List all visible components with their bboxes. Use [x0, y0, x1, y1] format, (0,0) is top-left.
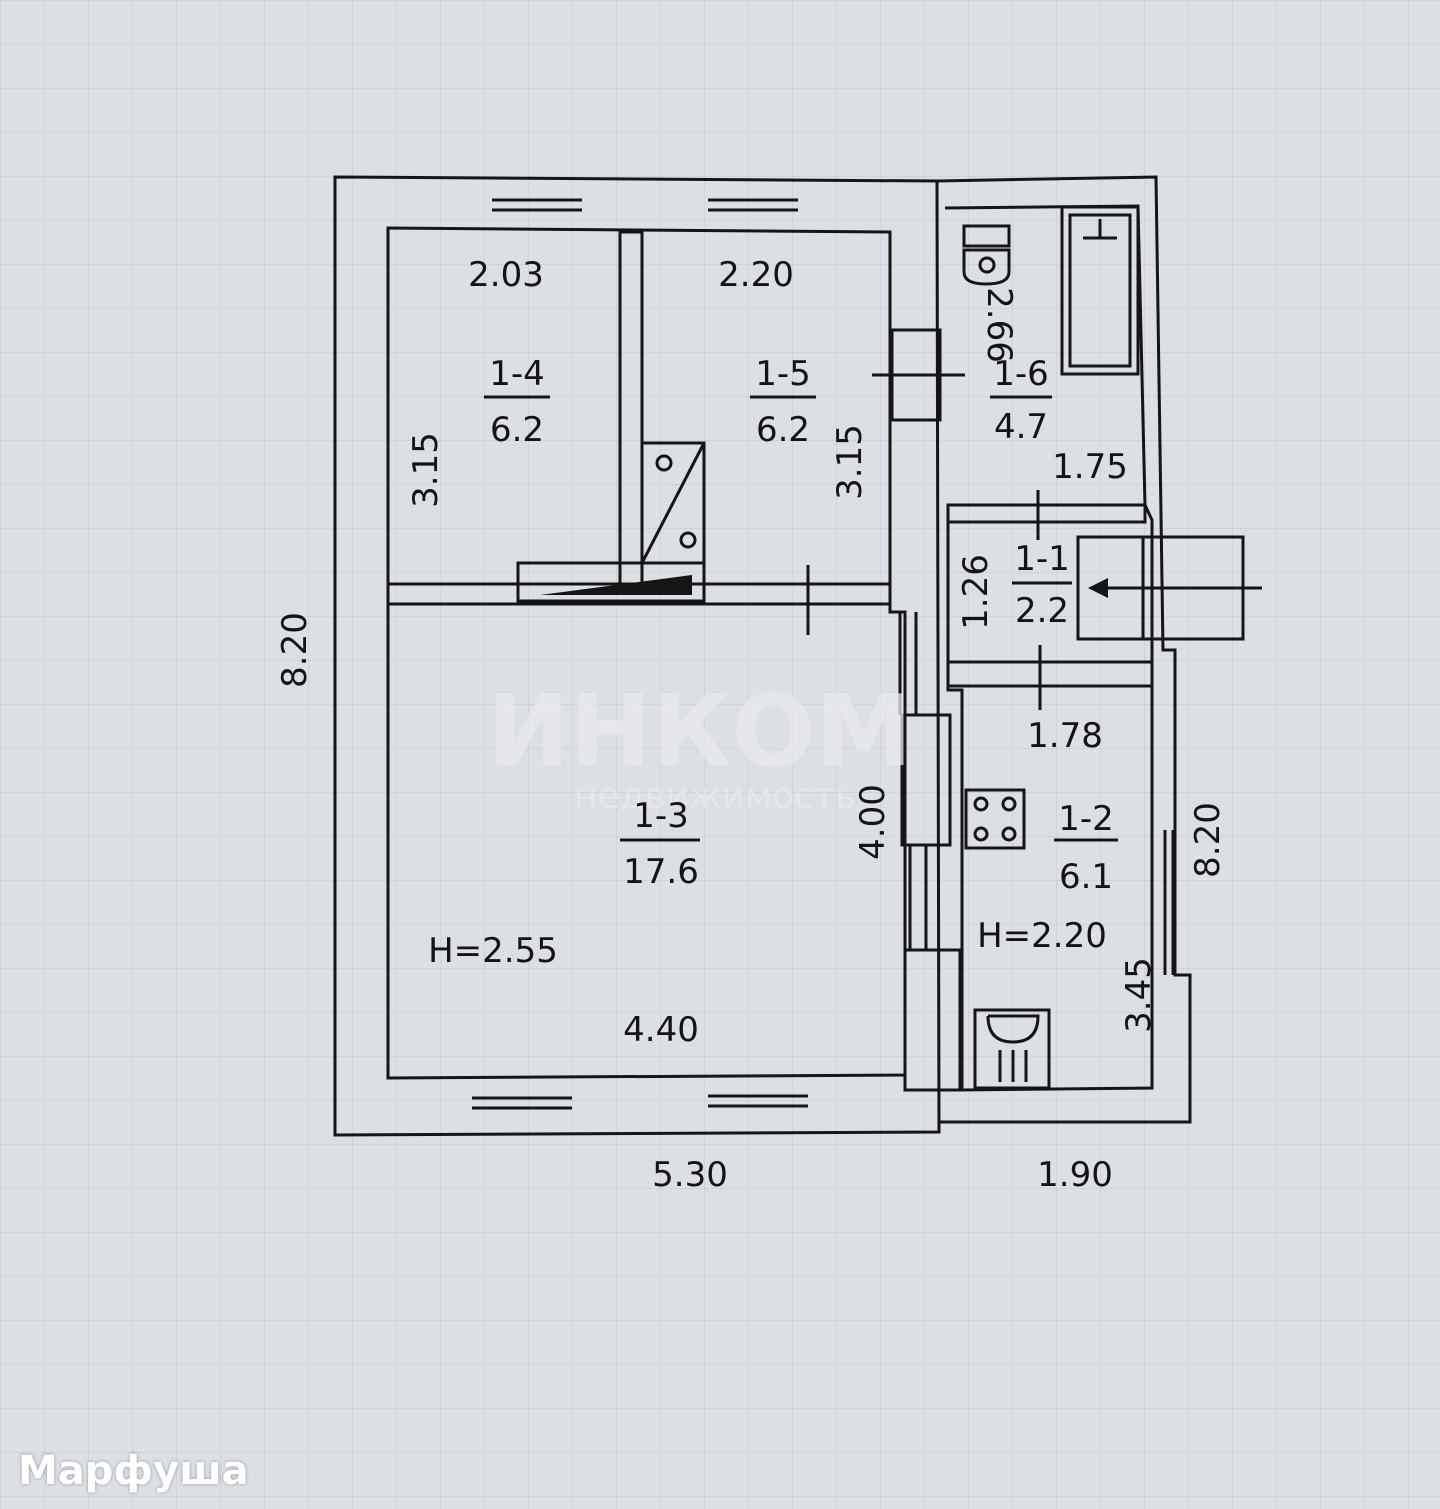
- room-1-2-length: 3.45: [1119, 957, 1159, 1033]
- room-1-4-id: 1-4: [489, 354, 545, 394]
- room-1-3-height: H=2.55: [428, 931, 558, 971]
- hob-burner-1: [973, 796, 989, 812]
- room-1-4-area: 6.2: [490, 410, 544, 450]
- stove-base: [516, 561, 706, 603]
- overall-bottom-annex: 1.90: [1037, 1155, 1113, 1195]
- room-1-1-length: 1.26: [956, 554, 996, 630]
- main-outer-wall: [333, 175, 941, 1137]
- room-1-3-length: 4.00: [853, 784, 893, 860]
- window-bottom-1: [472, 1096, 572, 1110]
- watermark-brand: ИНКОМ: [488, 675, 913, 789]
- hob-burner-2: [1001, 796, 1017, 812]
- bathtub-outer: [1060, 205, 1140, 376]
- stove-diagonal: [640, 442, 706, 564]
- room-1-6-length: 2.66: [979, 287, 1019, 363]
- room-1-2-height: H=2.20: [977, 916, 1107, 956]
- wall-segment-3: [903, 948, 962, 1092]
- chimney-flue: [540, 575, 692, 595]
- room-1-5-length: 3.15: [830, 424, 870, 500]
- stove-burner-top: [655, 454, 673, 472]
- partition-1-1-1-2: [946, 660, 1154, 688]
- room-1-4-width: 2.03: [468, 255, 544, 295]
- overall-bottom-main: 5.30: [652, 1155, 728, 1195]
- room-1-2-width: 1.78: [1027, 716, 1103, 756]
- room-1-2-id: 1-2: [1058, 799, 1114, 839]
- partition-1-4-1-5: [618, 230, 644, 586]
- room-1-4-length: 3.15: [406, 432, 446, 508]
- partition-1-6-1-1: [946, 503, 1147, 524]
- room-1-6-area: 4.7: [994, 407, 1048, 447]
- entrance-arrow-head: [1088, 578, 1108, 598]
- main-inner-wall: [386, 226, 907, 1080]
- source-caption: Марфуша: [18, 1448, 249, 1494]
- watermark-tagline: недвижимость: [574, 776, 856, 817]
- bathtub-inner: [1068, 213, 1132, 368]
- annex-inner-wall: [944, 204, 1154, 1092]
- room-1-3-area: 17.6: [623, 852, 699, 892]
- room-1-6-id: 1-6: [993, 354, 1049, 394]
- room-1-3-width: 4.40: [623, 1010, 699, 1050]
- toilet-seat: [978, 256, 996, 274]
- room-1-2-area: 6.1: [1059, 857, 1113, 897]
- room-1-5-width: 2.20: [718, 255, 794, 295]
- window-bottom-2: [708, 1094, 808, 1108]
- sink-bowl: [986, 1014, 1040, 1044]
- window-right: [1163, 830, 1175, 975]
- room-1-1-area: 2.2: [1015, 591, 1069, 631]
- room-1-5-id: 1-5: [755, 354, 811, 394]
- room-1-6-width: 1.75: [1052, 447, 1128, 487]
- window-top-1: [492, 198, 582, 212]
- toilet-bowl: [962, 248, 1011, 286]
- window-top-2: [708, 198, 798, 212]
- room-1-5-area: 6.2: [756, 410, 810, 450]
- sink: [973, 1008, 1051, 1090]
- kitchen-hob: [964, 788, 1026, 850]
- room-1-3-id: 1-3: [633, 796, 689, 836]
- toilet-tank: [962, 224, 1011, 248]
- overall-left-height: 8.20: [275, 612, 315, 688]
- hob-burner-4: [1001, 826, 1017, 842]
- annex-outer-wall: [936, 175, 1192, 1124]
- hob-burner-3: [973, 826, 989, 842]
- overall-right-height: 8.20: [1188, 802, 1228, 878]
- stove-burner-bottom: [679, 531, 697, 549]
- room-1-1-id: 1-1: [1014, 539, 1070, 579]
